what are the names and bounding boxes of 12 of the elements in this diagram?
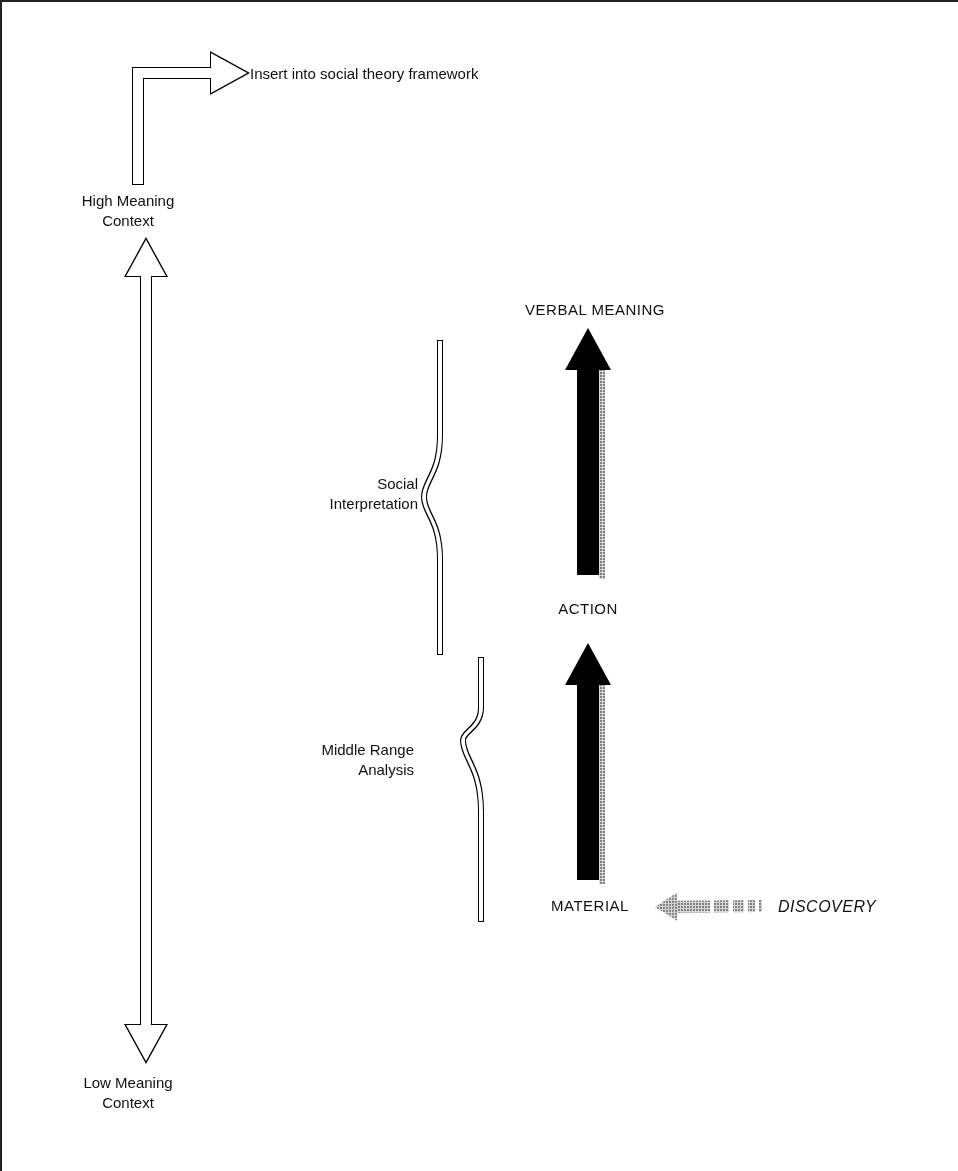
hollow-arrow bbox=[132, 51, 250, 185]
node-label: High Meaning Context bbox=[80, 190, 176, 231]
node-label: Insert into social theory framework bbox=[250, 63, 479, 84]
node-label: Low Meaning Context bbox=[82, 1072, 174, 1113]
node-label: ACTION bbox=[558, 598, 618, 619]
bracket-label: Social Interpretation bbox=[328, 474, 418, 515]
node-label: DISCOVERY bbox=[777, 897, 877, 918]
node-label: MATERIAL bbox=[551, 895, 629, 916]
hollow-arrow bbox=[124, 237, 168, 1064]
dotted-arrow bbox=[655, 892, 763, 921]
bracket-label: Middle Range Analysis bbox=[320, 740, 414, 781]
node-label: VERBAL MEANING bbox=[525, 299, 665, 320]
